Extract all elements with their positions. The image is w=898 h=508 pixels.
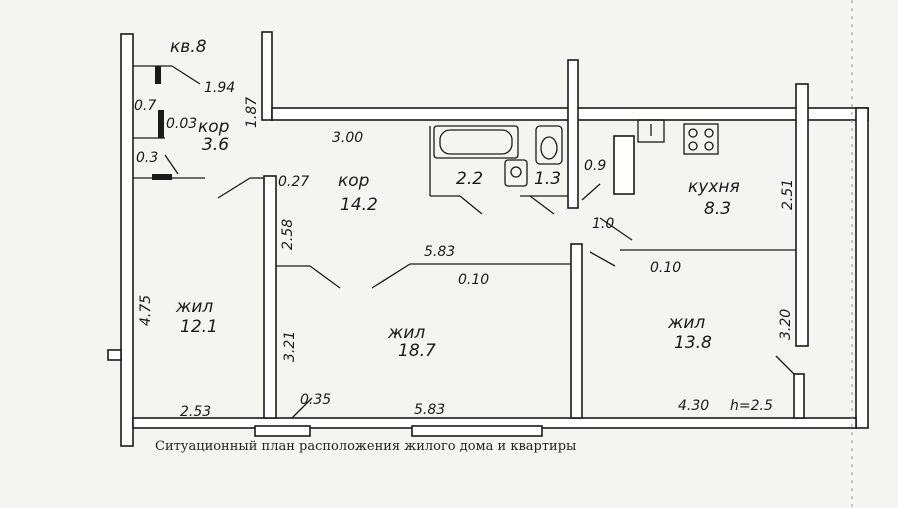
dim-2-53: 2.53 [180, 404, 211, 420]
kitchen-right-wall [795, 83, 809, 347]
dim-3-21: 3.21 [282, 331, 298, 362]
corridor-small-area: 3.6 [202, 135, 229, 155]
living-center-area: 18.7 [398, 341, 436, 361]
dimension-labels: 1.94 1.87 0.7 0.03 0.3 3.00 0.27 2.58 0.… [134, 80, 796, 420]
outer-wall-left [120, 33, 134, 447]
kitchen-name: кухня [688, 177, 740, 197]
caption: Ситуационный план расположения жилого до… [155, 439, 576, 454]
window-bottom-2 [411, 425, 543, 437]
corridor-main-name: кор [338, 171, 370, 191]
dim-2-58: 2.58 [280, 219, 296, 250]
living-right-name: жил [667, 313, 705, 333]
living-left-area: 12.1 [180, 317, 218, 337]
room-labels: кв.8 кор 3.6 кор 14.2 2.2 1.3 кухня 8.3 … [170, 37, 740, 361]
stove-icon [683, 123, 719, 155]
dim-1-0: 1.0 [592, 216, 614, 232]
outer-wall-right [855, 107, 869, 429]
fixtures [433, 119, 719, 195]
dim-5-83-lower: 5.83 [414, 402, 445, 418]
entry-wall-stub [261, 31, 273, 121]
kitchen-cabinet [613, 135, 635, 195]
wall-stub-left [107, 349, 122, 361]
dim-4-75: 4.75 [138, 295, 154, 326]
kitchen-area: 8.3 [704, 199, 731, 219]
dim-2-51: 2.51 [780, 179, 796, 210]
bathtub-icon [433, 125, 519, 159]
interior-wall-left [263, 175, 277, 419]
living-center-name: жил [387, 323, 425, 343]
dim-0-27: 0.27 [278, 174, 309, 190]
dim-0-10-right: 0.10 [650, 260, 681, 276]
right-room-wall-stub [793, 373, 805, 419]
walls [107, 31, 869, 447]
dim-1-94: 1.94 [204, 80, 235, 96]
dim-0-7: 0.7 [134, 98, 156, 114]
dim-0-35: 0.35 [300, 392, 331, 408]
dim-5-83-upper: 5.83 [424, 244, 455, 260]
toilet-area: 1.3 [534, 169, 561, 189]
bath-area: 2.2 [456, 169, 483, 189]
dim-0-3: 0.3 [136, 150, 158, 166]
living-right-area: 13.8 [674, 333, 712, 353]
dim-0-10-center: 0.10 [458, 272, 489, 288]
dim-1-87: 1.87 [244, 97, 260, 128]
corridor-main-area: 14.2 [340, 195, 378, 215]
sink-icon [504, 159, 528, 187]
kitchen-sink-icon [637, 119, 665, 143]
interior-wall-right [570, 243, 583, 419]
apartment-number: кв.8 [170, 37, 207, 57]
partitions [133, 65, 796, 419]
dim-3-00: 3.00 [332, 130, 363, 146]
bathroom-wall [567, 59, 579, 209]
corridor-small-name: кор [198, 117, 230, 137]
dim-3-20: 3.20 [778, 309, 794, 340]
dim-0-9: 0.9 [584, 158, 606, 174]
toilet-icon [535, 125, 563, 165]
dim-4-30: 4.30 [678, 398, 709, 414]
living-left-name: жил [175, 297, 213, 317]
dim-0-03: 0.03 [166, 116, 197, 132]
ceiling-height: h=2.5 [730, 398, 773, 414]
window-bottom-1 [254, 425, 311, 437]
